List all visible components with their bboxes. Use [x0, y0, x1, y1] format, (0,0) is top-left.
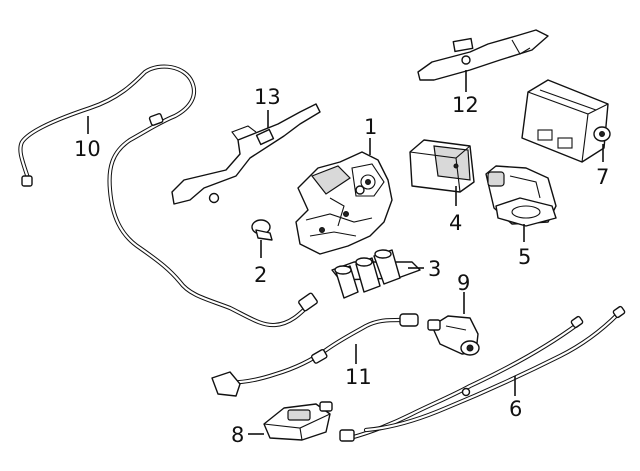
part-12-bracket: [417, 29, 549, 81]
part-2-push-pin: [251, 219, 273, 241]
leader-lines: [87, 70, 604, 435]
callout-6: 6: [509, 397, 522, 421]
callout-12: 12: [452, 93, 479, 117]
part-4-switch: [409, 139, 475, 193]
part-13-bracket: [171, 103, 321, 205]
callout-3: 3: [428, 257, 441, 281]
part-1-latch-actuator: [295, 151, 393, 255]
callout-11: 11: [345, 365, 372, 389]
callout-4: 4: [449, 211, 462, 235]
part-9-sensor: [427, 315, 480, 356]
part-7-control-module: [521, 79, 611, 163]
callout-13: 13: [254, 85, 281, 109]
callout-8: 8: [231, 423, 244, 447]
part-8-connector-module: [263, 401, 333, 441]
callout-9: 9: [457, 271, 470, 295]
callout-2: 2: [254, 263, 267, 287]
callout-1: 1: [364, 115, 377, 139]
callout-labels: 1 2 3 4 5 6 7 8 9 10 11 12 13: [74, 85, 609, 447]
part-5-camera-mount: [485, 165, 557, 227]
part-6-cable-assembly: [339, 305, 626, 442]
callout-10: 10: [74, 137, 101, 161]
part-10-wiring-harness: [18, 64, 318, 328]
part-3-seal-set: [331, 249, 421, 299]
callout-5: 5: [518, 245, 531, 269]
part-11-wiring-harness: [211, 313, 419, 397]
callout-7: 7: [596, 165, 609, 189]
